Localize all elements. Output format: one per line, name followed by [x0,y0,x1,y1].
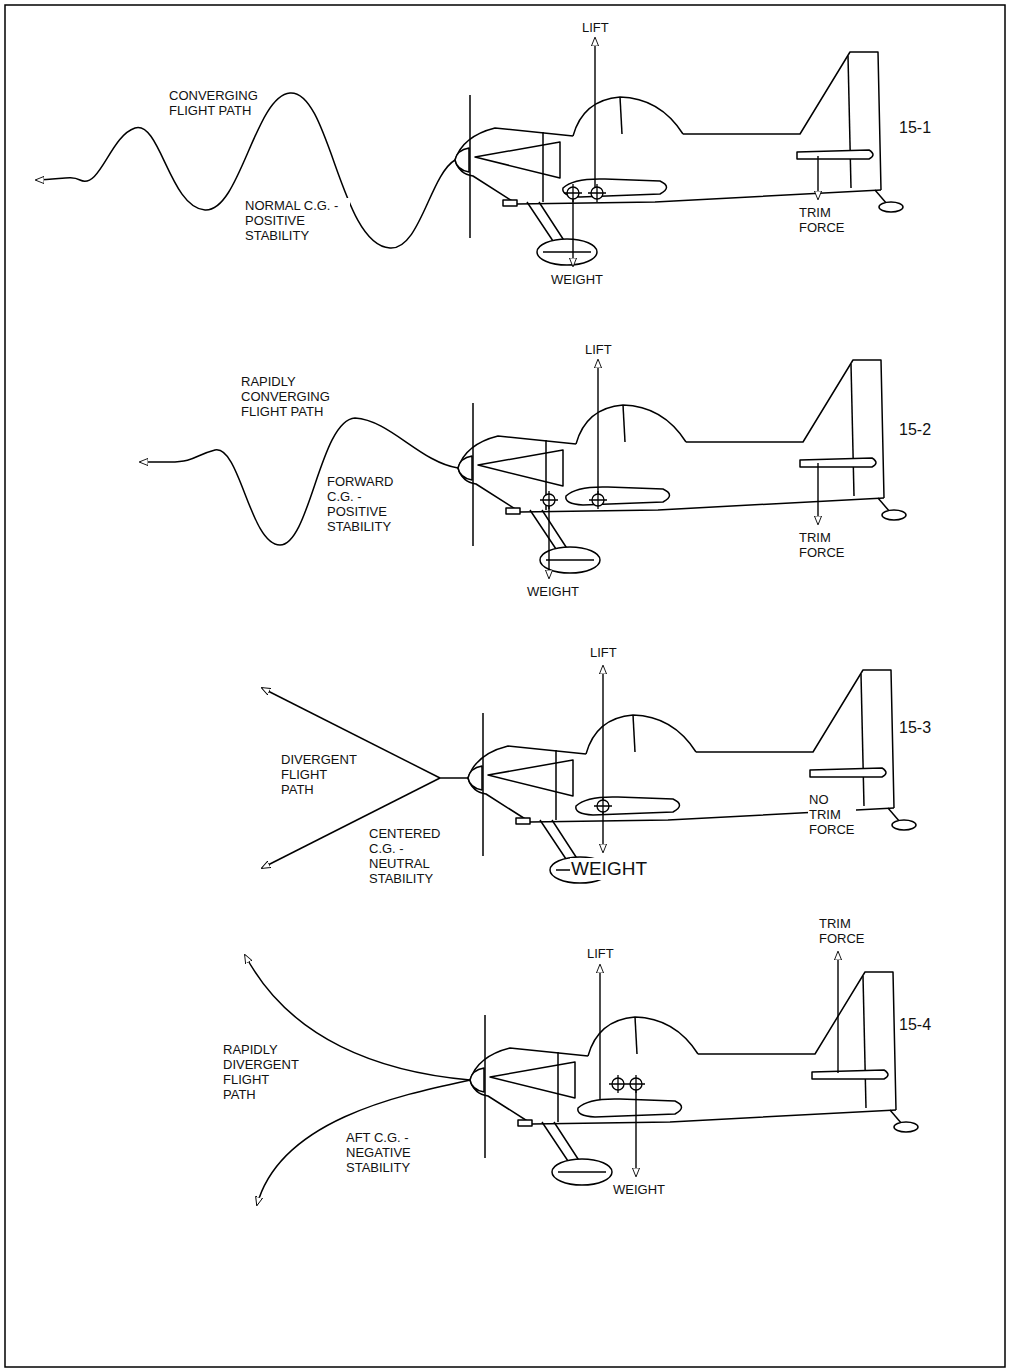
figure-number: 15-3 [898,718,932,737]
force-label: WEIGHT [526,584,580,599]
figure-number: 15-1 [898,118,932,137]
figure-number: 15-2 [898,420,932,439]
cg-symbol [609,1075,627,1093]
cg-symbol [540,491,558,509]
lift-arrow [602,666,603,803]
force-label: WEIGHT [612,1182,666,1197]
cg-symbol [588,184,606,202]
weight-arrow [548,500,549,578]
cg-label: AFT C.G. - NEGATIVE STABILITY [345,1130,432,1175]
force-label: NO TRIM FORCE [808,792,856,837]
trim-arrow [817,156,818,199]
cg-label: FORWARD C.G. - POSITIVE STABILITY [326,474,413,534]
force-label: LIFT [581,20,610,35]
force-label: LIFT [586,946,615,961]
cg-symbol [594,797,612,815]
force-label: LIFT [589,645,618,660]
cg-symbol [589,491,607,509]
figure-number: 15-4 [898,1015,932,1034]
airplane [455,52,903,265]
weight-arrow [572,193,573,266]
airplane [470,972,918,1185]
lift-arrow [597,360,598,498]
lift-arrow [594,38,595,190]
trim-arrow [837,952,838,1073]
flight-path [440,777,468,779]
lift-arrow [599,965,600,1100]
cg-symbol [627,1075,645,1093]
weight-arrow [635,1085,636,1176]
force-label: TRIM FORCE [798,530,846,560]
path-label: RAPIDLY CONVERGING FLIGHT PATH [240,374,331,419]
cg-label: NORMAL C.G. - POSITIVE STABILITY [244,198,350,243]
cg-symbol [564,184,582,202]
path-label: CONVERGING FLIGHT PATH [168,88,259,118]
airplane [458,360,906,573]
path-label: RAPIDLY DIVERGENT FLIGHT PATH [222,1042,300,1102]
flight-path [140,418,458,545]
force-label: WEIGHT [570,858,648,880]
force-label: LIFT [584,342,613,357]
force-label: TRIM FORCE [798,205,846,235]
frame [5,5,1005,1367]
trim-arrow [817,463,818,524]
cg-label: CENTERED C.G. - NEUTRAL STABILITY [368,826,455,886]
airplane [468,670,916,883]
force-label: TRIM FORCE [818,916,866,946]
path-label: DIVERGENT FLIGHT PATH [280,752,358,797]
force-label: WEIGHT [550,272,604,287]
